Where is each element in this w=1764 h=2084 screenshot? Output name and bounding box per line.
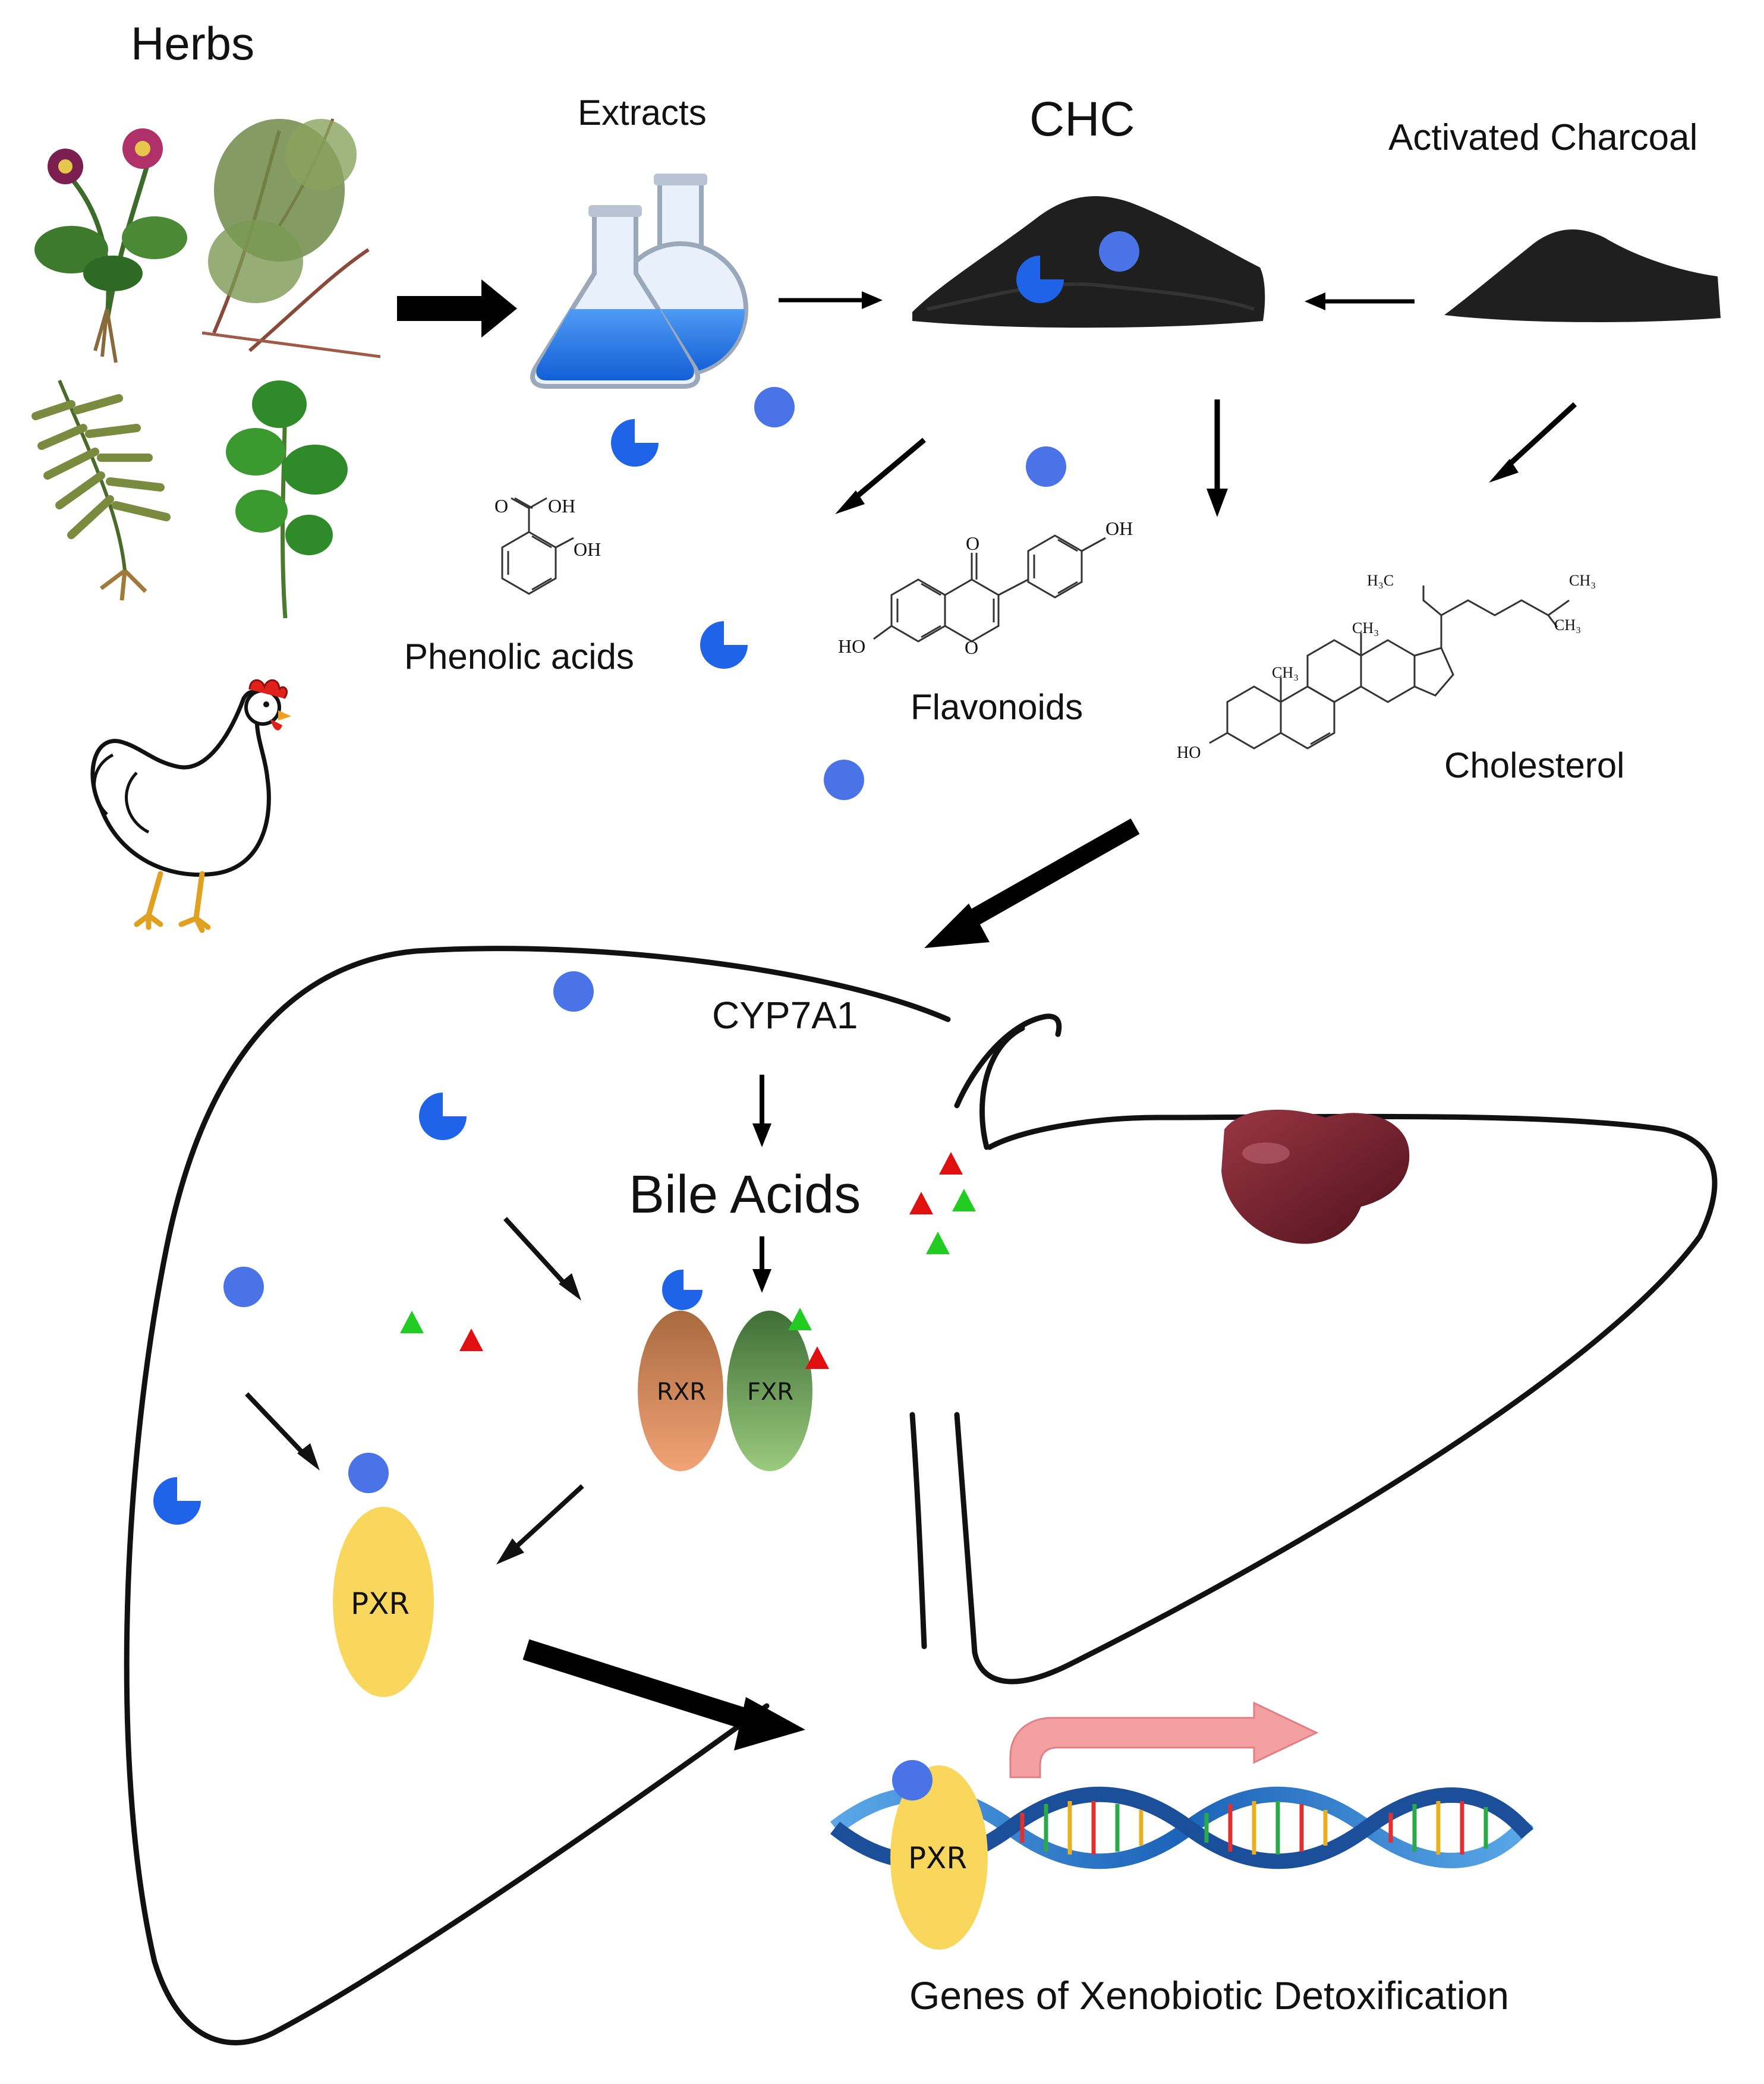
charcoal-to-chc-arrow	[1305, 292, 1415, 310]
svg-text:HO: HO	[1177, 744, 1201, 762]
pxr-dna-receptor	[890, 1765, 988, 1950]
extracts-label: Extracts	[578, 93, 707, 133]
svg-text:OH: OH	[574, 539, 601, 560]
ligands-to-receptor-arrow	[503, 1217, 581, 1301]
charcoal-to-cholesterol-arrow	[1489, 402, 1577, 483]
pxr-to-dna-arrow	[522, 1639, 805, 1751]
svg-text:O: O	[965, 637, 978, 658]
circle-ligand-icon	[1026, 446, 1066, 487]
pxr-dna-bound-circle-ligand-icon	[892, 1760, 933, 1800]
flavonoid-structure: O O OH HO	[838, 518, 1133, 658]
cyp7a1-label: CYP7A1	[712, 994, 858, 1037]
pxr-dna-label: PXR	[908, 1841, 967, 1875]
green-triangle-ligand-icon	[400, 1311, 424, 1333]
fxr-to-pxr-arrow	[496, 1484, 584, 1564]
pxr-bound-circle-ligand-icon	[348, 1453, 389, 1493]
activated-charcoal-label: Activated Charcoal	[1388, 117, 1697, 158]
cholesterol-structure: HO CH₃ CH₃ H₃C CH₃ CH₃	[1177, 572, 1596, 762]
chc-circle-ligand-icon	[1099, 231, 1139, 272]
circle-ligand-icon	[223, 1267, 264, 1307]
herb-anemone-icon	[34, 128, 187, 363]
svg-text:CH₃: CH₃	[1569, 572, 1596, 589]
svg-text:OH: OH	[1105, 518, 1133, 539]
herb-wormwood-icon	[226, 380, 348, 619]
svg-text:CH₃: CH₃	[1352, 619, 1379, 637]
red-triangle-ligand-icon	[939, 1152, 963, 1175]
herbs-to-extracts-arrow	[397, 279, 517, 338]
phenolic-acid-structure: O OH OH	[494, 495, 601, 595]
svg-text:O: O	[966, 533, 979, 554]
flavonoids-label: Flavonoids	[911, 687, 1083, 727]
red-triangle-ligand-icon	[909, 1192, 933, 1214]
genes-label: Genes of Xenobiotic Detoxification	[909, 1973, 1509, 2017]
herb-fern-icon	[32, 379, 171, 601]
pxr-receptor	[333, 1507, 434, 1697]
circle-ligand-icon	[553, 971, 594, 1012]
svg-text:CH₃: CH₃	[1554, 616, 1581, 634]
rxr-receptor	[638, 1311, 723, 1471]
phenolic-acids-label: Phenolic acids	[404, 637, 634, 676]
transcription-arrow-icon	[1009, 1701, 1319, 1778]
green-triangle-ligand-icon	[952, 1189, 976, 1211]
chicken-icon	[90, 679, 291, 933]
svg-text:O: O	[494, 495, 508, 517]
bile-acids-label: Bile Acids	[629, 1165, 861, 1224]
cyp7a1-to-bile-acids-arrow	[752, 1075, 771, 1147]
pacman-ligand-icon	[611, 419, 659, 467]
extracts-to-chc-arrow	[779, 291, 883, 309]
fxr-bound-green-triangle-icon	[788, 1308, 812, 1330]
circle-ligand-icon	[824, 760, 864, 800]
pacman-ligand-icon	[419, 1093, 467, 1140]
svg-text:OH: OH	[548, 495, 575, 517]
circle-ligand-icon	[754, 387, 795, 427]
chc-charcoal-pile-icon	[912, 196, 1265, 328]
pxr-label: PXR	[351, 1586, 410, 1621]
cholesterol-label: Cholesterol	[1444, 745, 1625, 785]
chc-to-cholesterol-arrow	[1207, 399, 1228, 517]
fxr-bound-red-triangle-icon	[805, 1346, 829, 1369]
bile-acids-to-fxr-arrow	[752, 1236, 771, 1293]
svg-text:H₃C: H₃C	[1367, 572, 1394, 589]
green-triangle-ligand-icon	[926, 1232, 950, 1254]
activated-charcoal-pile-icon	[1444, 229, 1721, 322]
pacman-ligand-icon	[153, 1477, 201, 1525]
fxr-receptor	[727, 1311, 812, 1471]
chc-pacman-ligand-icon	[1016, 256, 1064, 303]
svg-text:CH₃: CH₃	[1272, 664, 1299, 681]
pacman-ligand-icon	[700, 621, 748, 669]
cholesterol-to-liver-arrow	[924, 818, 1140, 948]
rxr-bound-pacman-ligand-icon	[662, 1269, 703, 1310]
to-phenolic-arrow	[835, 437, 926, 514]
extracts-flasks-icon	[530, 174, 748, 389]
liver-tissue-icon	[1221, 1109, 1410, 1244]
chc-label: CHC	[1029, 92, 1135, 146]
red-triangle-ligand-icon	[459, 1329, 483, 1351]
herb-thyme-icon	[201, 118, 381, 358]
herbs-label: Herbs	[131, 17, 254, 70]
fxr-label: FXR	[747, 1378, 793, 1406]
svg-text:HO: HO	[838, 635, 865, 657]
ligands-to-pxr-arrow	[245, 1392, 320, 1471]
liver-outline	[124, 946, 1718, 2045]
rxr-label: RXR	[657, 1378, 706, 1406]
